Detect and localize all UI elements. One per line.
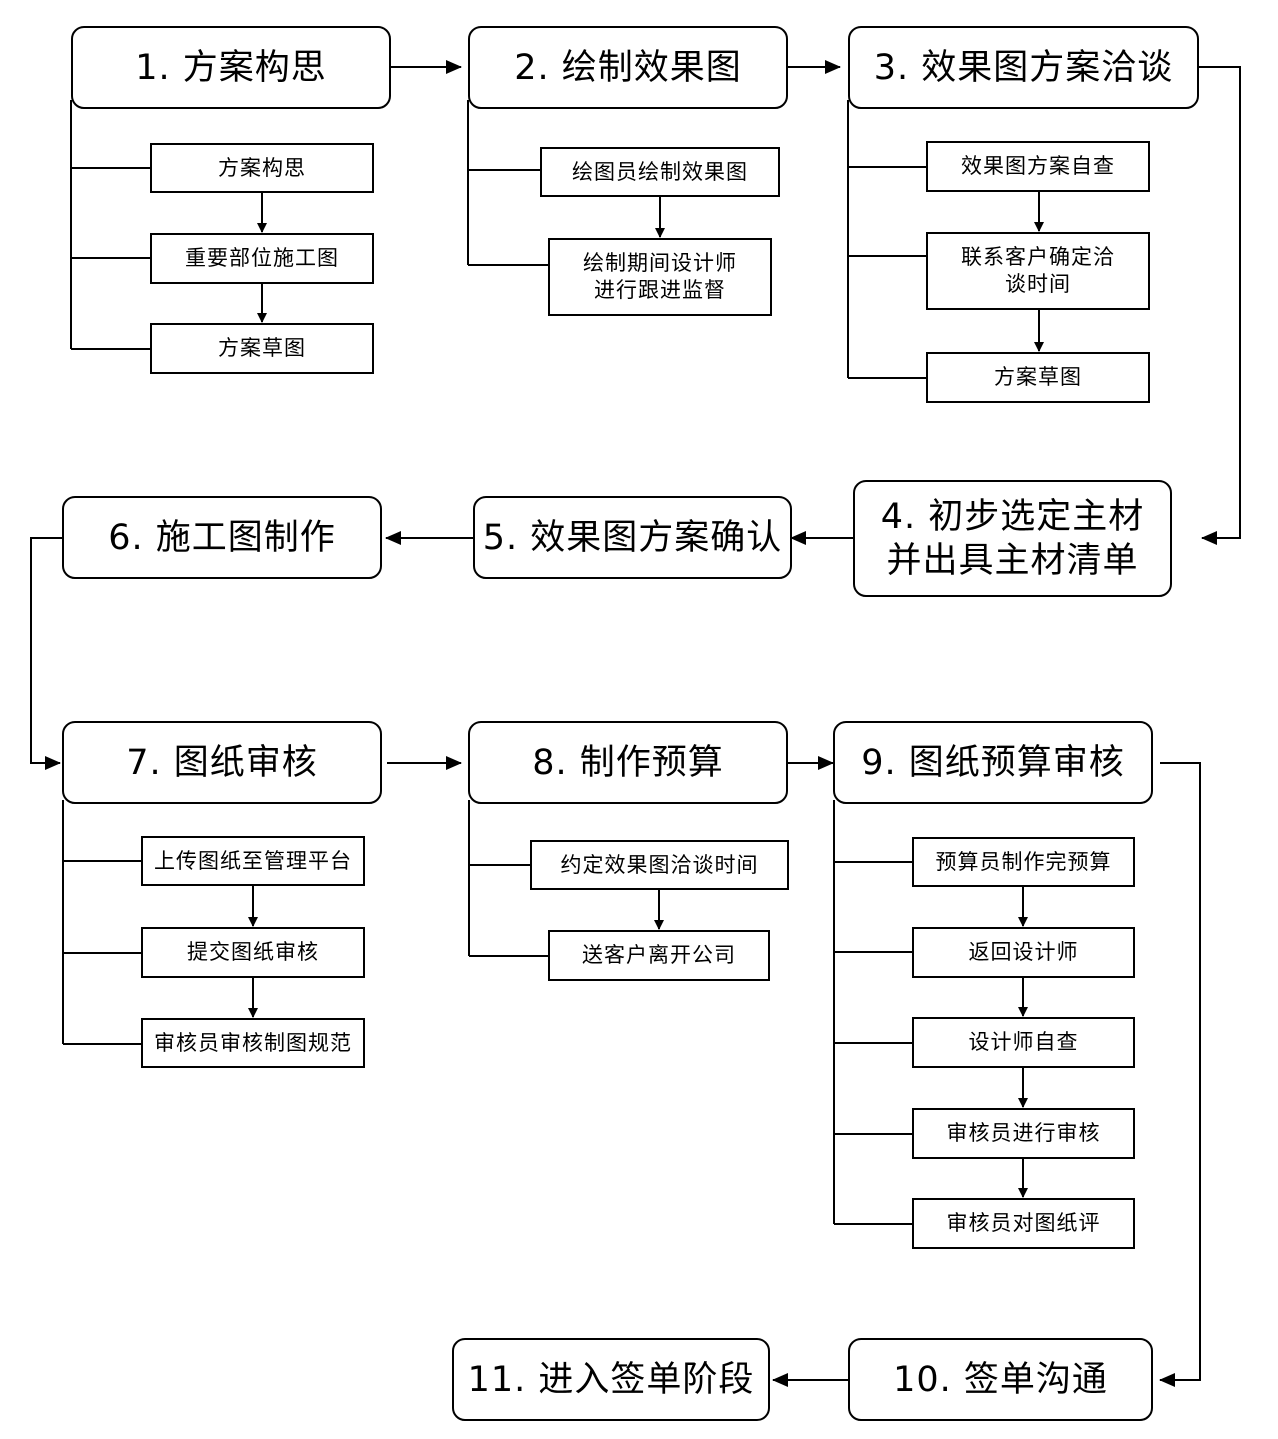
substep-3-2: 联系客户确定洽 谈时间 [926, 232, 1150, 310]
stage-11-enter-signing: 11. 进入签单阶段 [452, 1338, 770, 1421]
substep-8-2: 送客户离开公司 [548, 930, 770, 981]
stage-6-construction-drawings: 6. 施工图制作 [62, 496, 382, 579]
substep-2-1: 绘图员绘制效果图 [540, 147, 780, 197]
substep-9-2: 返回设计师 [912, 927, 1135, 978]
arrow-s6-s7 [30, 537, 62, 770]
arrow-s9-s10 [1159, 762, 1201, 1387]
substep-9-5: 审核员对图纸评 [912, 1198, 1135, 1249]
arrow-s3-s4 [1199, 66, 1241, 545]
substep-9-3: 设计师自查 [912, 1017, 1135, 1068]
substep-1-1: 方案构思 [150, 143, 374, 193]
substep-7-1: 上传图纸至管理平台 [141, 836, 365, 886]
stage-3-rendering-discussion: 3. 效果图方案洽谈 [848, 26, 1199, 109]
stage-7-drawing-review: 7. 图纸审核 [62, 721, 382, 804]
substep-8-1: 约定效果图洽谈时间 [530, 840, 789, 890]
substep-1-3: 方案草图 [150, 323, 374, 374]
substep-2-2: 绘制期间设计师 进行跟进监督 [548, 238, 772, 316]
stage-1-scheme-concept: 1. 方案构思 [71, 26, 391, 109]
substep-9-4: 审核员进行审核 [912, 1108, 1135, 1159]
substep-7-3: 审核员审核制图规范 [141, 1018, 365, 1068]
substep-1-2: 重要部位施工图 [150, 233, 374, 284]
substep-9-1: 预算员制作完预算 [912, 837, 1135, 887]
stage-10-signing-communication: 10. 签单沟通 [848, 1338, 1153, 1421]
substep-3-3: 方案草图 [926, 352, 1150, 403]
stage-4-select-main-materials: 4. 初步选定主材 并出具主材清单 [853, 480, 1172, 597]
stage-5-rendering-confirmation: 5. 效果图方案确认 [473, 496, 792, 579]
stage-9-drawing-budget-review: 9. 图纸预算审核 [833, 721, 1153, 804]
substep-7-2: 提交图纸审核 [141, 927, 365, 978]
substep-3-1: 效果图方案自查 [926, 141, 1150, 192]
stage-8-make-budget: 8. 制作预算 [468, 721, 788, 804]
stage-2-draw-renderings: 2. 绘制效果图 [468, 26, 788, 109]
